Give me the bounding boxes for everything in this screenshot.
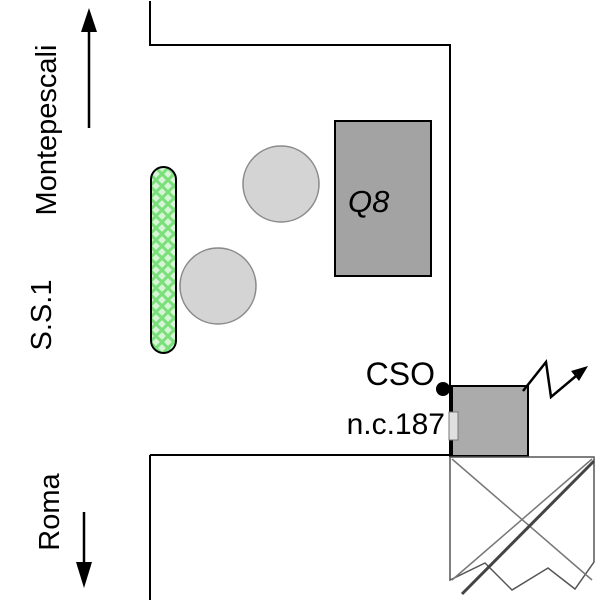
cso-building: [451, 385, 529, 457]
canopy-circle: [242, 145, 320, 223]
zigzag-arrow-icon: [522, 358, 588, 400]
door: [448, 411, 459, 441]
hedge-strip: [150, 166, 177, 354]
crossed-building-sketch: [449, 456, 596, 596]
cso-location-dot: [436, 382, 450, 396]
montepescali-label: Montepescali: [31, 44, 63, 216]
ss1-road-label: S.S.1: [26, 279, 58, 351]
road-edge-top: [149, 1, 451, 457]
arrow-up-icon: [81, 8, 97, 128]
roma-label: Roma: [34, 473, 66, 551]
q8-station-building: [334, 120, 432, 277]
canopy-circle: [179, 247, 257, 325]
arrow-down-icon: [76, 512, 92, 588]
street-number-label: n.c.187: [346, 408, 445, 441]
cso-label: CSO: [365, 356, 435, 392]
q8-label: Q8: [348, 184, 390, 219]
